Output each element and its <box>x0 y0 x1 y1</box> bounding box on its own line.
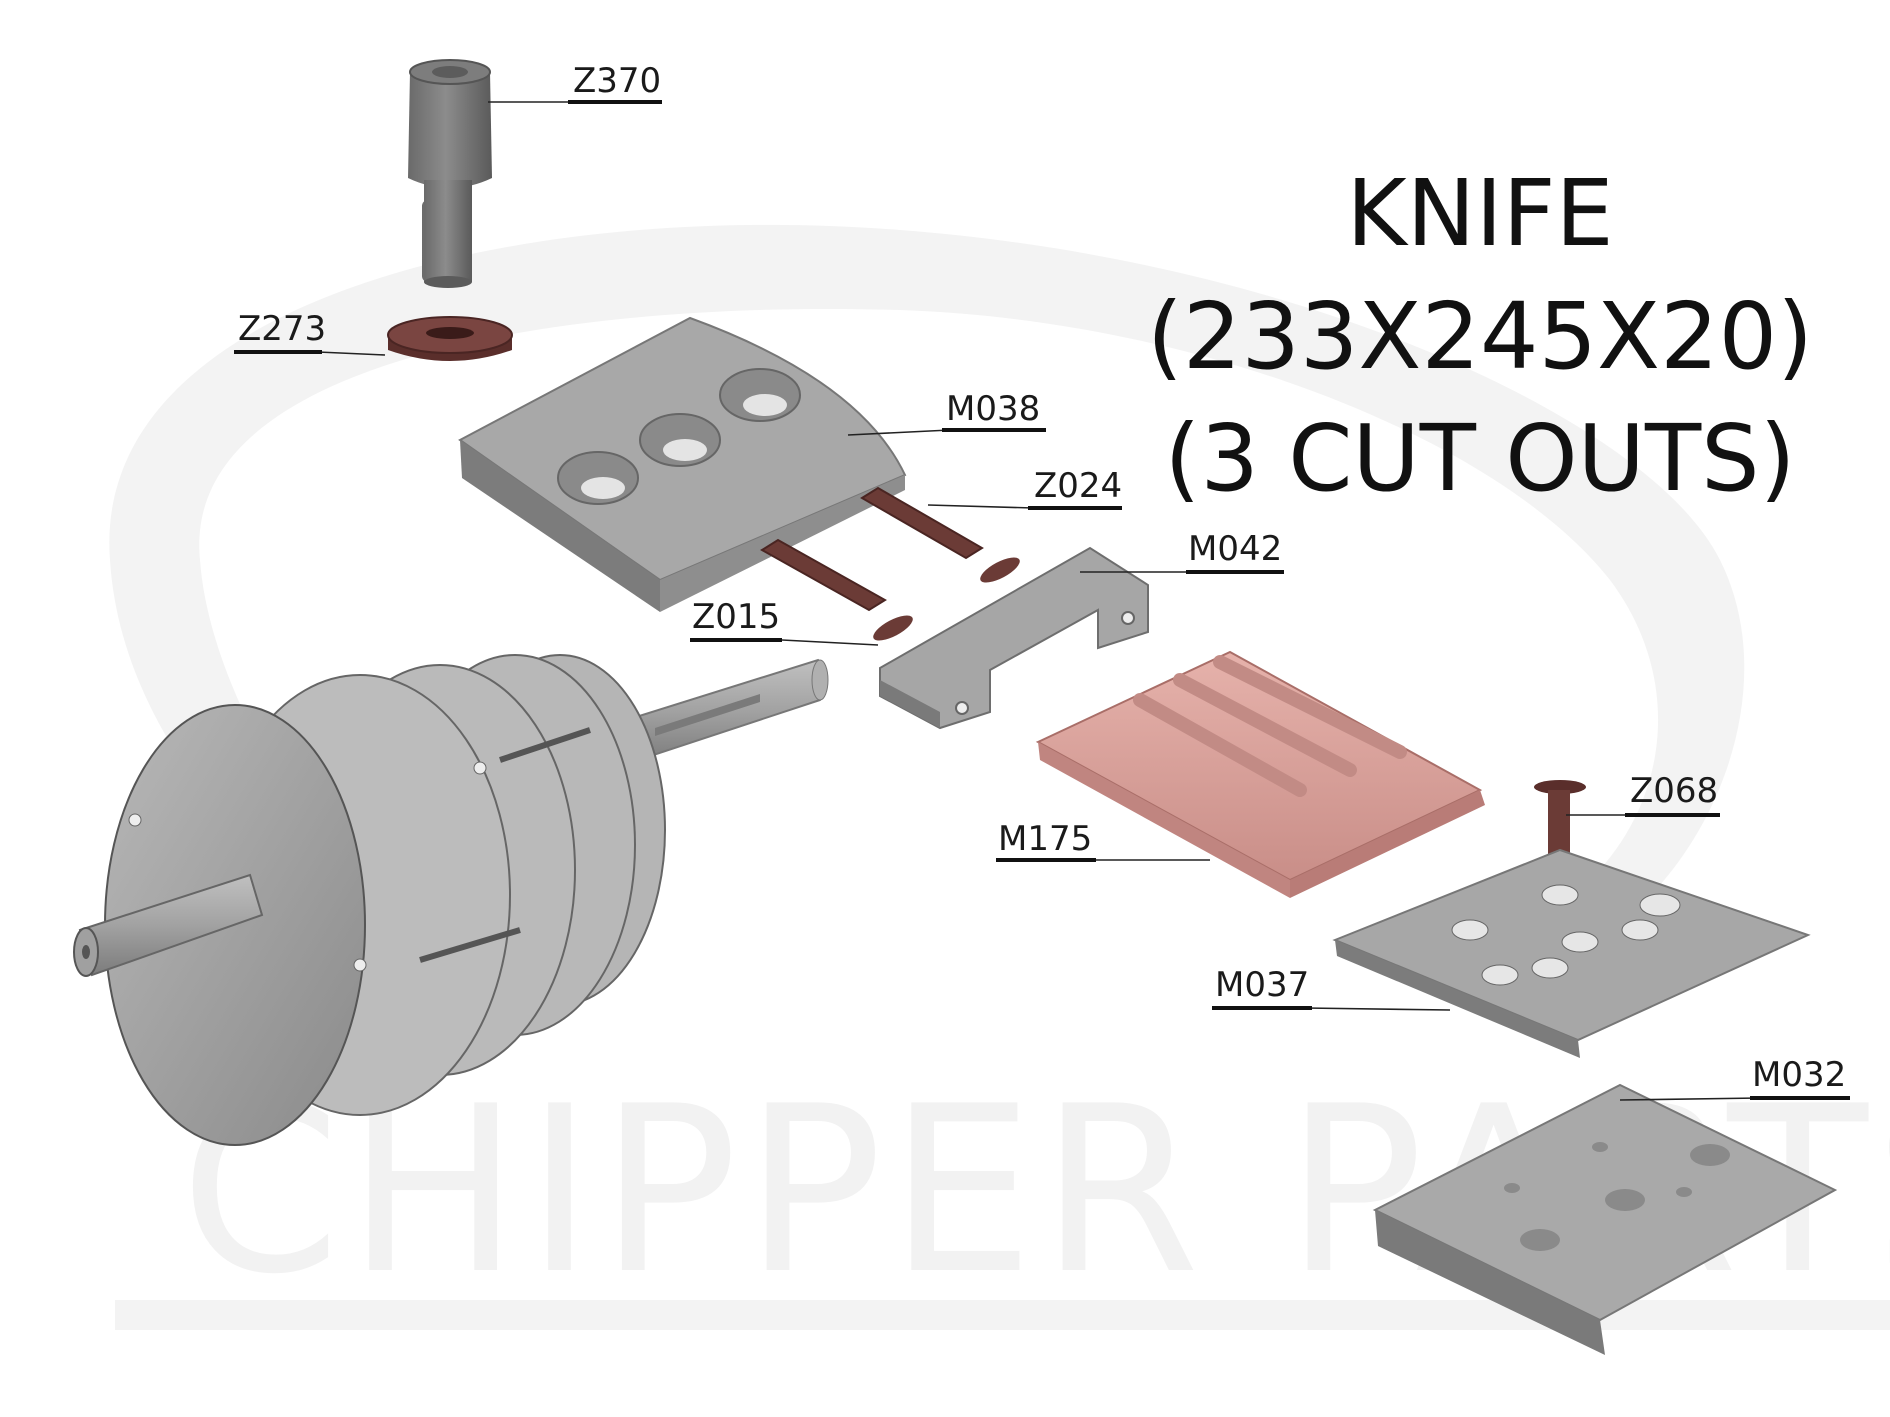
part-m175-knife <box>1035 650 1485 898</box>
part-z370-bolt <box>408 59 492 288</box>
title-line-2: (233X245X20) <box>1147 283 1813 390</box>
label-m037: M037 <box>1215 965 1309 1005</box>
label-m175: M175 <box>998 819 1092 859</box>
title-line-1: KNIFE <box>1346 160 1613 267</box>
label-z370: Z370 <box>573 61 661 101</box>
label-m042: M042 <box>1188 529 1282 569</box>
label-z273: Z273 <box>238 309 326 349</box>
callouts: Z370 Z273 M038 Z024 M042 Z015 M175 Z068 <box>234 61 1850 1101</box>
part-m038-clamp <box>458 316 907 612</box>
label-z068: Z068 <box>1630 771 1718 811</box>
label-z024: Z024 <box>1034 466 1122 506</box>
title-line-3: (3 CUT OUTS) <box>1165 405 1796 512</box>
part-z024-studs <box>760 486 1020 641</box>
part-m032-baseplate <box>1372 1083 1838 1355</box>
label-m038: M038 <box>946 389 1040 429</box>
diagram-title: KNIFE (233X245X20) (3 CUT OUTS) <box>1147 160 1813 512</box>
part-z273-washer <box>387 316 513 361</box>
label-z015: Z015 <box>692 597 780 637</box>
part-rotor-drum <box>73 654 829 1146</box>
part-m037-counterknife <box>1332 848 1811 1058</box>
part-m042-bracket <box>879 546 1149 730</box>
label-m032: M032 <box>1752 1055 1846 1095</box>
